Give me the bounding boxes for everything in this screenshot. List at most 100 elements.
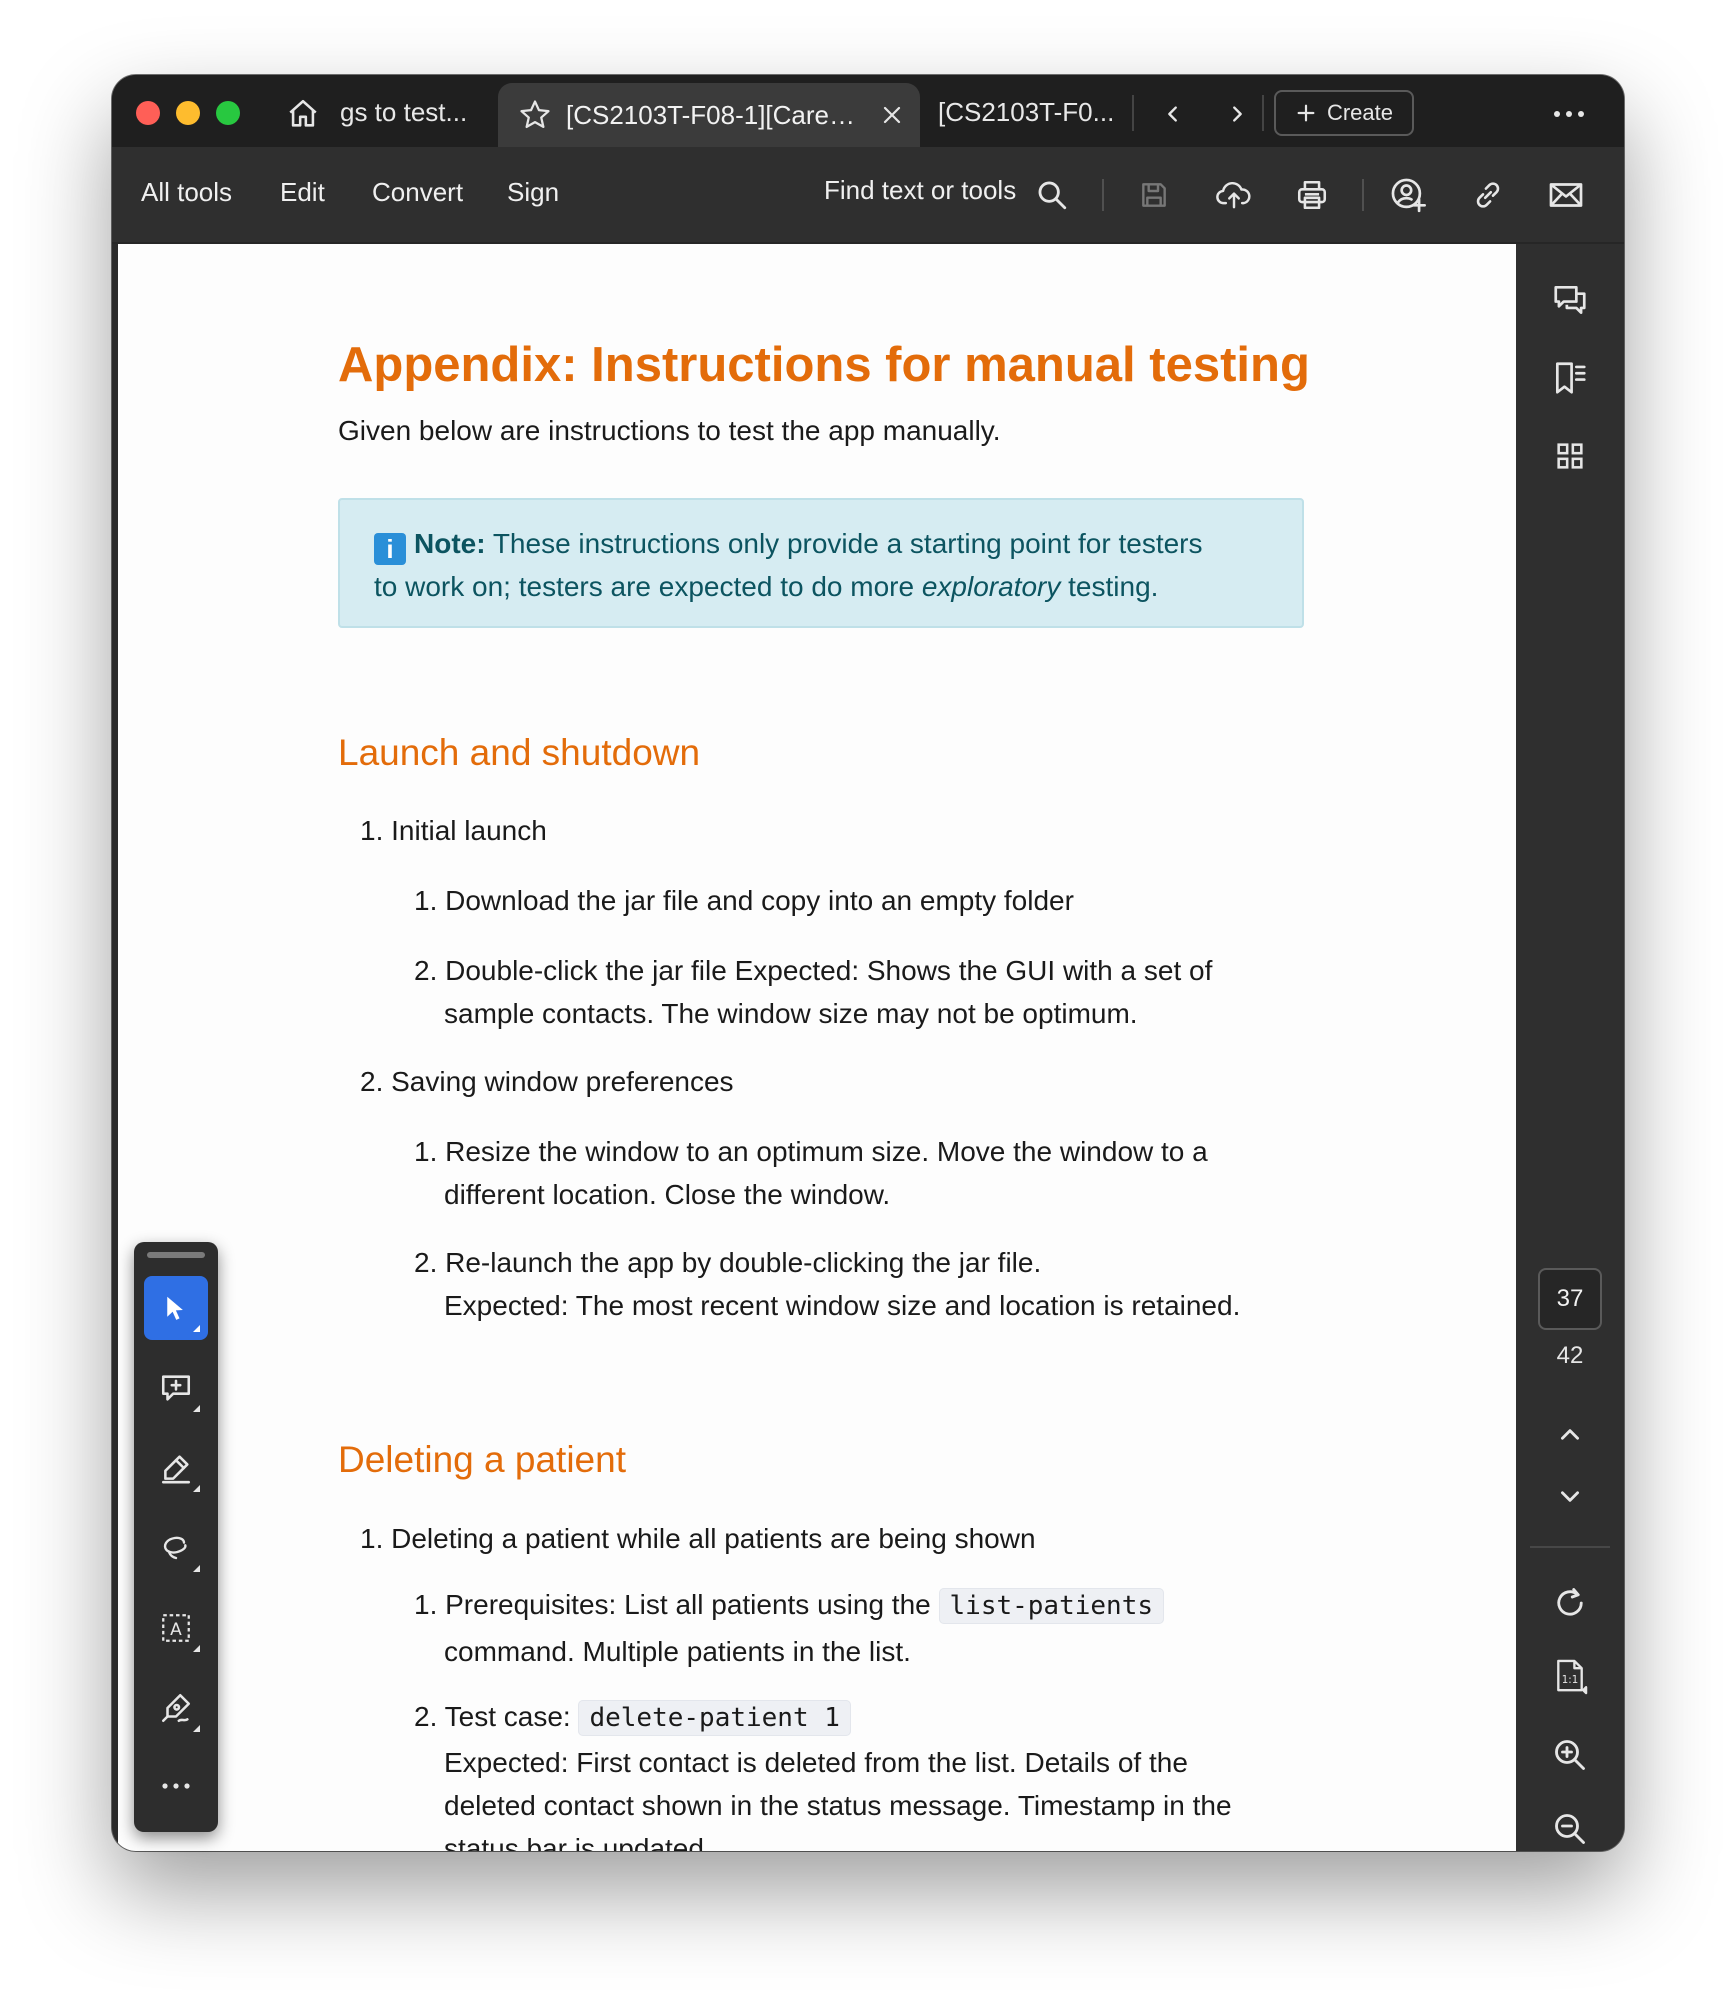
add-comment-icon	[161, 1375, 191, 1401]
submenu-indicator	[193, 1645, 200, 1652]
menu-edit[interactable]: Edit	[280, 177, 325, 207]
cursor-arrow-icon	[167, 1296, 183, 1320]
tab-scroll-left-button[interactable]	[1156, 97, 1190, 131]
chevron-up-icon	[1561, 1429, 1579, 1440]
bookmark-icon	[1555, 362, 1586, 394]
menu-convert[interactable]: Convert	[372, 177, 464, 207]
menu-sign[interactable]: Sign	[507, 177, 560, 207]
mail-icon	[1549, 183, 1583, 207]
drag-handle[interactable]	[147, 1252, 205, 1258]
link-icon	[1476, 182, 1500, 208]
toolbar-divider	[1102, 179, 1104, 211]
right-sidebar: 37 42 1:1	[1516, 244, 1624, 1851]
lasso-draw-icon	[163, 1536, 187, 1560]
more-icon	[1554, 111, 1584, 117]
search-button[interactable]	[1030, 173, 1074, 217]
previous-page-button[interactable]	[1542, 1407, 1598, 1463]
current-page-input[interactable]: 37	[1538, 1268, 1602, 1330]
document-viewer[interactable]: Appendix: Instructions for manual testin…	[118, 244, 1516, 1851]
inline-code: delete-patient 1	[578, 1700, 851, 1736]
bookmarks-button[interactable]	[1542, 350, 1598, 406]
note-text-2: to work on; testers are expected to do m…	[374, 571, 922, 602]
comments-button[interactable]	[1542, 272, 1598, 328]
chevron-left-icon	[1168, 106, 1177, 122]
intro-text: Given below are instructions to test the…	[338, 415, 1001, 446]
star-icon[interactable]	[518, 98, 552, 132]
actual-size-button[interactable]: 1:1	[1542, 1649, 1598, 1705]
select-tool-button[interactable]	[144, 1276, 208, 1340]
home-button[interactable]	[282, 93, 324, 135]
list-item-continued: command. Multiple patients in the list.	[444, 1636, 911, 1667]
comments-icon	[1554, 285, 1586, 315]
section-heading: Deleting a patient	[338, 1439, 626, 1480]
cloud-upload-icon	[1216, 181, 1251, 209]
find-text-or-tools[interactable]: Find text or tools	[824, 175, 1017, 205]
tab-2-label: [CS2103T-F08-1][CareC...	[566, 99, 856, 130]
rotate-button[interactable]	[1542, 1575, 1598, 1631]
close-window-button[interactable]	[136, 101, 160, 125]
note-emphasis: exploratory	[921, 571, 1061, 602]
list-item: 1. Resize the window to an optimum size.…	[414, 1136, 1208, 1167]
submenu-indicator	[193, 1485, 200, 1492]
save-icon	[1142, 183, 1166, 207]
add-comment-tool-button[interactable]	[144, 1356, 208, 1420]
minimize-window-button[interactable]	[176, 101, 200, 125]
note-text-1: These instructions only provide a starti…	[485, 528, 1203, 559]
print-icon	[1297, 180, 1327, 210]
thumbnails-button[interactable]	[1542, 428, 1598, 484]
tab-divider	[1262, 95, 1264, 131]
tab-3[interactable]: [CS2103T-F0...	[938, 83, 1118, 141]
zoom-out-button[interactable]	[1542, 1801, 1598, 1851]
text-box-tool-button[interactable]: A	[144, 1596, 208, 1660]
tab-close-button[interactable]	[880, 103, 904, 127]
submenu-indicator	[193, 1405, 200, 1412]
list-item: 2. Test case: delete-patient 1	[414, 1700, 851, 1736]
tab-1[interactable]: gs to test...	[340, 83, 488, 141]
actual-size-icon: 1:1	[1557, 1659, 1588, 1695]
next-page-button[interactable]	[1542, 1468, 1598, 1524]
list-item: 1. Download the jar file and copy into a…	[414, 885, 1074, 916]
more-options-button[interactable]	[1546, 97, 1592, 131]
list-item-continued: different location. Close the window.	[444, 1179, 891, 1210]
section-heading: Launch and shutdown	[338, 732, 701, 773]
list-item: 2. Re-launch the app by double-clicking …	[414, 1247, 1042, 1278]
save-button[interactable]	[1132, 173, 1176, 217]
pen-sign-icon	[161, 1693, 191, 1723]
list-item-continued: Expected: First contact is deleted from …	[444, 1747, 1188, 1778]
tab-scroll-right-button[interactable]	[1220, 97, 1254, 131]
quick-tools-panel: A	[134, 1242, 218, 1832]
toolbar-divider	[1362, 179, 1364, 211]
zoom-out-icon	[1555, 1814, 1585, 1844]
copy-link-button[interactable]	[1466, 173, 1510, 217]
list-item: 2. Double-click the jar file Expected: S…	[414, 955, 1213, 986]
list-item: 1. Deleting a patient while all patients…	[360, 1523, 1036, 1554]
app-window: gs to test... [CS2103T-F08-1][CareC... […	[112, 75, 1624, 1851]
zoom-in-icon	[1555, 1740, 1585, 1770]
list-item: 2. Saving window preferences	[360, 1066, 734, 1097]
menu-all-tools[interactable]: All tools	[141, 177, 233, 207]
pdf-page: Appendix: Instructions for manual testin…	[118, 244, 1516, 1851]
tab-1-label: gs to test...	[340, 96, 468, 127]
upload-cloud-button[interactable]	[1212, 173, 1256, 217]
email-button[interactable]	[1544, 173, 1588, 217]
list-item-continued: Expected: The most recent window size an…	[444, 1290, 1241, 1321]
grid-icon	[1557, 443, 1583, 469]
list-item: 1. Prerequisites: List all patients usin…	[414, 1588, 1165, 1624]
print-button[interactable]	[1290, 173, 1334, 217]
tab-divider	[1132, 95, 1134, 131]
draw-tool-button[interactable]	[144, 1516, 208, 1580]
more-tools-button[interactable]	[144, 1754, 208, 1818]
highlight-tool-button[interactable]	[144, 1436, 208, 1500]
total-pages: 42	[1556, 1342, 1584, 1369]
add-user-icon	[1391, 178, 1426, 213]
list-item-continued: status bar is updated.	[444, 1833, 712, 1851]
sign-tool-button[interactable]	[144, 1676, 208, 1740]
page-title: Appendix: Instructions for manual testin…	[338, 338, 1310, 392]
note-text-3: testing.	[1060, 571, 1159, 602]
create-button[interactable]: Create	[1274, 90, 1414, 136]
tab-2-active[interactable]: [CS2103T-F08-1][CareC...	[498, 83, 920, 147]
share-user-button[interactable]	[1386, 173, 1430, 217]
maximize-window-button[interactable]	[216, 101, 240, 125]
zoom-in-button[interactable]	[1542, 1727, 1598, 1783]
